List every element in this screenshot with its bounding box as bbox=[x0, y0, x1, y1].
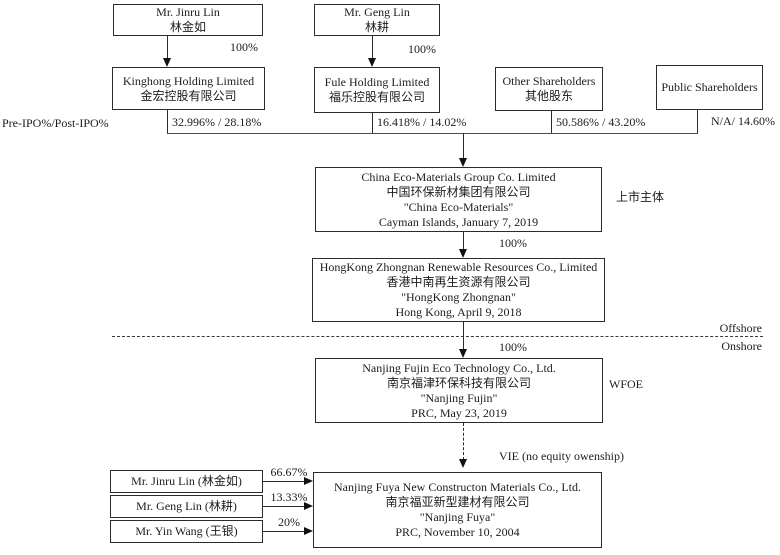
pre-post-ipo-label: Pre-IPO%/Post-IPO% bbox=[2, 116, 109, 130]
node-mr-geng-lin-bottom: Mr. Geng Lin (林耕) bbox=[110, 495, 263, 518]
arrowhead-right-icon bbox=[304, 502, 313, 510]
offshore-label: Offshore bbox=[719, 321, 762, 335]
node-text: Mr. Geng Lin bbox=[344, 5, 410, 19]
node-mr-jinru-lin-top: Mr. Jinru Lin 林金如 bbox=[113, 4, 263, 36]
onshore-label: Onshore bbox=[721, 339, 762, 353]
connector-jinru-to-fuya bbox=[263, 481, 305, 482]
connector-wang-to-fuya bbox=[263, 531, 305, 532]
vie-tag: VIE (no equity owenship) bbox=[499, 449, 624, 463]
node-text: 中国环保新材集团有限公司 bbox=[386, 184, 531, 199]
arrowhead-down-icon bbox=[368, 58, 376, 67]
node-text: 林耕 bbox=[364, 20, 389, 34]
pct-label-jinru-kinghong: 100% bbox=[230, 40, 258, 54]
connector-geng-to-fule bbox=[372, 36, 373, 59]
node-text: Cayman Islands, January 7, 2019 bbox=[378, 214, 539, 229]
pct-label-other: 50.586% / 43.20% bbox=[556, 115, 646, 129]
node-text: Mr. Yin Wang (王银) bbox=[135, 524, 238, 538]
node-text: Kinghong Holding Limited bbox=[122, 73, 255, 88]
node-text: Fule Holding Limited bbox=[324, 75, 430, 89]
tick-public bbox=[697, 110, 698, 133]
listed-entity-tag: 上市主体 bbox=[616, 190, 665, 204]
tick-kinghong bbox=[167, 110, 168, 133]
node-text: PRC, May 23, 2019 bbox=[411, 405, 507, 420]
node-hongkong-zhongnan: HongKong Zhongnan Renewable Resources Co… bbox=[312, 258, 605, 322]
connector-listco-to-hk bbox=[463, 232, 464, 250]
arrowhead-right-icon bbox=[304, 477, 313, 485]
pct-label-geng-vie: 13.33% bbox=[270, 490, 308, 504]
node-text: Mr. Jinru Lin bbox=[156, 5, 220, 19]
arrowhead-down-icon bbox=[459, 158, 467, 167]
node-text: 南京福亚新型建材有限公司 bbox=[385, 495, 530, 509]
node-text: 金宏控股有限公司 bbox=[140, 88, 237, 103]
pct-label-jinru-vie: 66.67% bbox=[270, 465, 308, 479]
wfoe-tag: WFOE bbox=[609, 377, 643, 391]
node-public-shareholders: Public Shareholders bbox=[656, 65, 763, 110]
node-text: 福乐控股有限公司 bbox=[328, 90, 425, 104]
connector-rail-to-listco bbox=[463, 133, 464, 159]
pct-label-listco-hk: 100% bbox=[499, 236, 527, 250]
node-text: 其他股东 bbox=[524, 89, 573, 103]
arrowhead-right-icon bbox=[304, 527, 313, 535]
node-mr-jinru-lin-bottom: Mr. Jinru Lin (林金如) bbox=[110, 470, 263, 493]
node-fule-holding: Fule Holding Limited 福乐控股有限公司 bbox=[314, 67, 440, 113]
ownership-rail-line bbox=[167, 133, 698, 134]
pct-label-wang-vie: 20% bbox=[278, 515, 300, 529]
arrowhead-down-icon bbox=[459, 349, 467, 358]
offshore-onshore-divider bbox=[112, 336, 763, 337]
node-china-eco-materials: China Eco-Materials Group Co. Limited 中国… bbox=[315, 167, 602, 232]
tick-fule bbox=[372, 113, 373, 133]
arrowhead-down-icon bbox=[459, 459, 467, 468]
node-text: "China Eco-Materials" bbox=[403, 199, 514, 214]
node-text: China Eco-Materials Group Co. Limited bbox=[361, 169, 556, 184]
node-mr-yin-wang: Mr. Yin Wang (王银) bbox=[110, 520, 263, 543]
pct-label-geng-fule: 100% bbox=[408, 42, 436, 56]
node-text: 林金如 bbox=[169, 20, 206, 34]
node-text: "HongKong Zhongnan" bbox=[401, 290, 516, 304]
pct-label-kinghong: 32.996% / 28.18% bbox=[172, 115, 262, 129]
pct-label-fule: 16.418% / 14.02% bbox=[377, 115, 467, 129]
node-other-shareholders: Other Shareholders 其他股东 bbox=[495, 67, 603, 111]
node-text: Other Shareholders bbox=[502, 74, 596, 88]
node-text: 香港中南再生资源有限公司 bbox=[386, 275, 531, 289]
node-nanjing-fujin: Nanjing Fujin Eco Technology Co., Ltd. 南… bbox=[315, 358, 603, 423]
arrowhead-down-icon bbox=[163, 58, 171, 67]
connector-jinru-to-kinghong bbox=[167, 36, 168, 59]
connector-fujin-to-fuya-vie bbox=[463, 423, 464, 460]
connector-hk-to-fujin bbox=[463, 322, 464, 350]
node-text: "Nanjing Fuya" bbox=[419, 510, 496, 524]
node-text: Hong Kong, April 9, 2018 bbox=[395, 305, 522, 319]
node-text: Nanjing Fuya New Constructon Materials C… bbox=[334, 480, 581, 494]
node-text: HongKong Zhongnan Renewable Resources Co… bbox=[319, 260, 598, 274]
node-nanjing-fuya: Nanjing Fuya New Constructon Materials C… bbox=[313, 472, 602, 548]
node-text: Mr. Jinru Lin (林金如) bbox=[131, 474, 242, 488]
node-mr-geng-lin-top: Mr. Geng Lin 林耕 bbox=[314, 4, 440, 36]
node-kinghong-holding: Kinghong Holding Limited 金宏控股有限公司 bbox=[112, 67, 265, 110]
node-text: Mr. Geng Lin (林耕) bbox=[136, 499, 237, 513]
node-text: PRC, November 10, 2004 bbox=[395, 525, 520, 539]
node-text: Public Shareholders bbox=[661, 80, 758, 94]
node-text: Nanjing Fujin Eco Technology Co., Ltd. bbox=[362, 360, 556, 375]
node-text: "Nanjing Fujin" bbox=[420, 390, 498, 405]
node-text: 南京福津环保科技有限公司 bbox=[386, 375, 531, 390]
pct-label-public: N/A/ 14.60% bbox=[711, 114, 775, 128]
arrowhead-down-icon bbox=[459, 249, 467, 258]
tick-other bbox=[551, 111, 552, 133]
connector-geng-to-fuya bbox=[263, 506, 305, 507]
pct-label-hk-fujin: 100% bbox=[499, 340, 527, 354]
